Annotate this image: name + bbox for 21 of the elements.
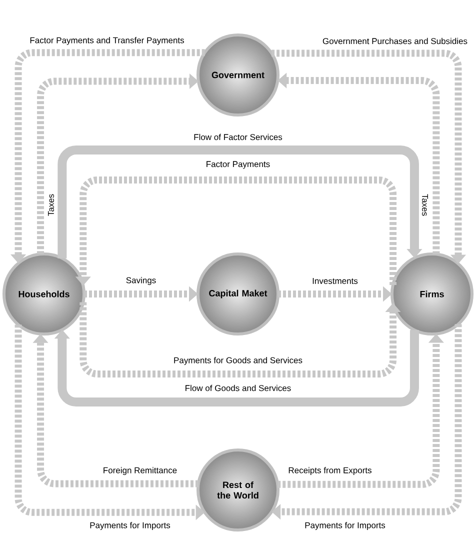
edge-label: Flow of Goods and Services bbox=[184, 384, 292, 392]
circle-node: Firms bbox=[390, 252, 474, 336]
edge-label: Taxes bbox=[47, 192, 55, 218]
edge-label: Taxes bbox=[421, 192, 429, 218]
edge-label: Factor Payments bbox=[204, 160, 272, 170]
arrow bbox=[54, 330, 419, 406]
edge-label: Investments bbox=[311, 277, 359, 285]
arrow bbox=[58, 146, 422, 258]
circle-node: Rest of the World bbox=[196, 448, 280, 532]
edge-label: Savings bbox=[124, 276, 158, 286]
edge-label: Foreign Remittance bbox=[102, 466, 178, 476]
edge-label: Payments for Imports bbox=[304, 521, 386, 531]
edge-label: Payments for Goods and Services bbox=[172, 356, 304, 366]
circle-node: Government bbox=[196, 34, 280, 116]
edge-label: Flow of Factor Services bbox=[192, 132, 284, 142]
edge-label: Government Purchases and Subsidies bbox=[321, 36, 469, 46]
circle-node: Capital Maket bbox=[196, 252, 280, 336]
edge-label: Factor Payments and Transfer Payments bbox=[28, 36, 186, 46]
edge-label: Receipts from Exports bbox=[287, 466, 373, 476]
edge-label: Payments for Imports bbox=[88, 521, 172, 531]
circle-node: Households bbox=[2, 252, 86, 336]
